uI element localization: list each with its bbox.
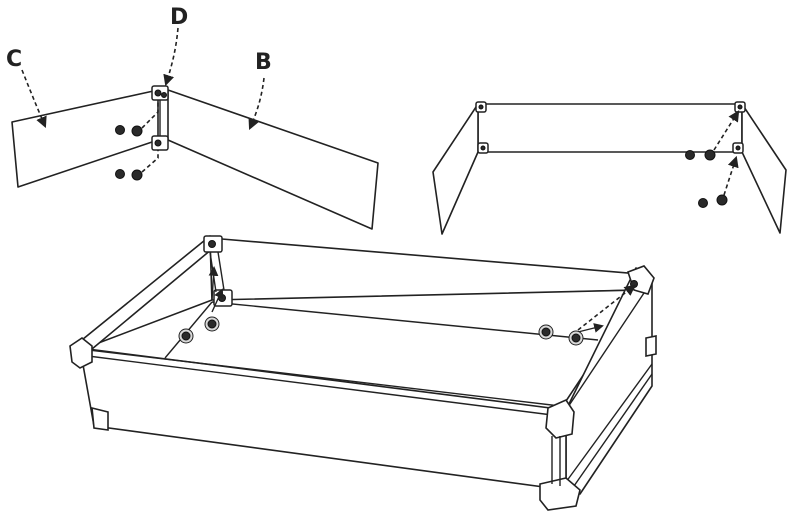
nuts-step3-right [538,324,584,346]
corner-cap-front-left-bottom [91,406,109,431]
step-1-corner-join: C D B [6,5,379,230]
bracket-bottom [151,135,169,151]
nuts-step3-left [178,316,220,344]
label-d-arrow [163,27,179,87]
label-c-arrow [21,69,47,129]
corner-cap-front-right-top [545,398,575,439]
label-d: D [170,5,188,30]
left-side-panel [432,103,479,235]
label-b: B [255,50,272,75]
nuts-step2-top [685,149,716,161]
corner-cap-back-right-low [645,335,657,357]
panel-b [167,89,379,230]
step-2-u-frame [432,101,787,235]
back-panel [477,103,743,153]
step-3-assembled-box [69,235,657,511]
right-side-panel [741,103,787,234]
corner-cap-front-left-top [69,337,93,369]
nuts-step1-bottom [115,169,143,181]
bracket-d-top [151,85,169,101]
bracket-back-left-bottom [213,289,233,307]
label-c: C [6,47,22,72]
bracket-back-left-top [203,235,223,253]
nuts-step2-bottom [698,194,728,208]
corner-cap-front-right-bottom [539,477,581,511]
nuts-step1-top [115,125,143,137]
